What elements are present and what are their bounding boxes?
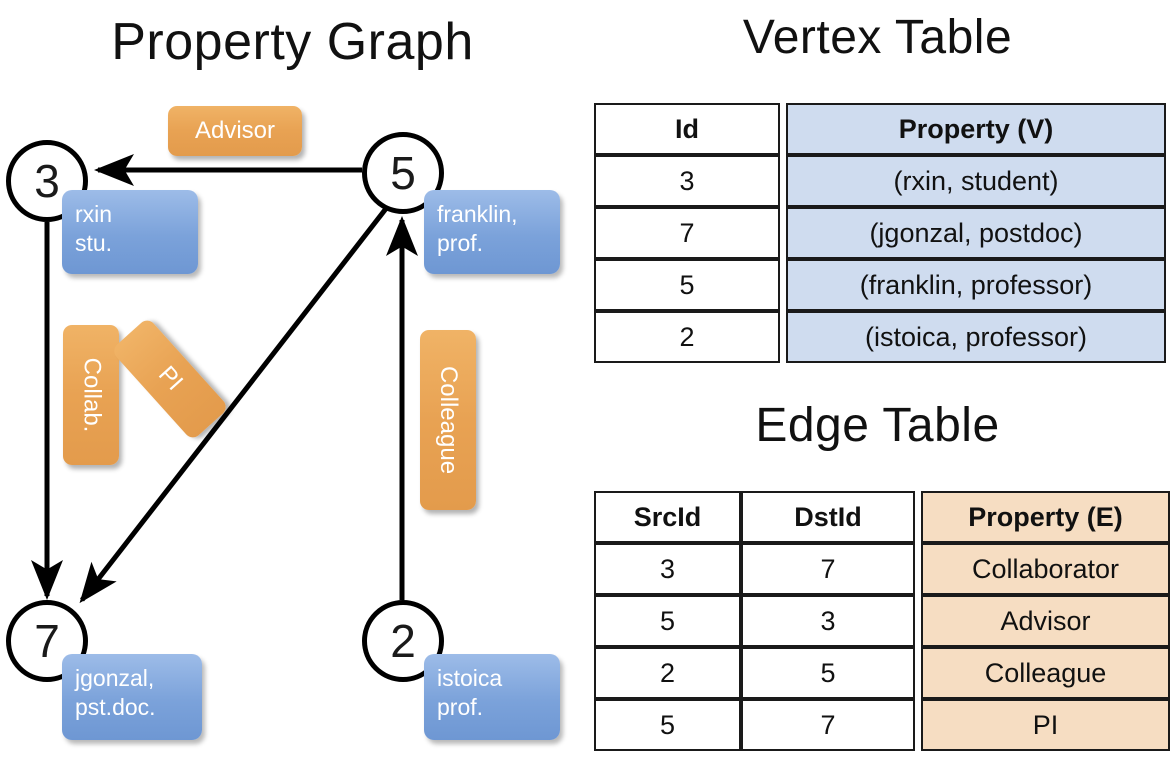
vertex-property-line-2: pst.doc. xyxy=(75,694,156,721)
edge-cell-srcid: 5 xyxy=(594,595,741,647)
vertex-property-line-2: stu. xyxy=(75,230,113,257)
page-title-property-graph: Property Graph xyxy=(111,13,474,71)
table-row: 5 (franklin, professor) xyxy=(594,259,1166,311)
edge-cell-dstid: 7 xyxy=(741,543,915,595)
edge-cell-srcid: 3 xyxy=(594,543,741,595)
table-row: 3 7 Collaborator xyxy=(594,543,1170,595)
edge-cell-srcid: 2 xyxy=(594,647,741,699)
graph-node-5[interactable]: 5 xyxy=(362,132,444,214)
table-row: 5 7 PI xyxy=(594,699,1170,751)
vertex-cell-property: (franklin, professor) xyxy=(786,259,1166,311)
graph-node-5-label: 5 xyxy=(390,147,416,199)
table-row: 7 (jgonzal, postdoc) xyxy=(594,207,1166,259)
vertex-property-box-jgonzal: jgonzal, pst.doc. xyxy=(62,654,202,740)
edge-cell-property: Collaborator xyxy=(921,543,1170,595)
edge-cell-srcid: 5 xyxy=(594,699,741,751)
vertex-property-line-1: jgonzal, xyxy=(75,665,155,691)
edge-cell-dstid: 7 xyxy=(741,699,915,751)
vertex-property-box-rxin: rxin stu. xyxy=(62,190,198,274)
graph-node-3-label: 3 xyxy=(34,155,60,207)
edge-property-label-colleague: Colleague xyxy=(435,365,462,475)
vertex-cell-id: 5 xyxy=(594,259,780,311)
vertex-cell-id: 2 xyxy=(594,311,780,363)
vertex-table: Id Property (V) 3 (rxin, student) 7 (jgo… xyxy=(594,103,1166,363)
vertex-cell-id: 7 xyxy=(594,207,780,259)
vertex-property-line-1: franklin, xyxy=(437,201,518,227)
graph-node-2[interactable]: 2 xyxy=(362,600,444,682)
table-row: 3 (rxin, student) xyxy=(594,155,1166,207)
vertex-property-box-istoica: istoica prof. xyxy=(424,654,560,740)
edge-property-box-collab: Collab. xyxy=(63,325,119,465)
edge-table-header-srcid: SrcId xyxy=(594,491,741,543)
graph-edges-svg xyxy=(31,154,418,604)
graph-node-2-label: 2 xyxy=(390,615,416,667)
edge-cell-dstid: 5 xyxy=(741,647,915,699)
edge-line-pi xyxy=(79,204,390,604)
vertex-table-header-property: Property (V) xyxy=(786,103,1166,155)
property-graph-diagram: 3 5 7 2 rxin stu. franklin, prof. jgonza… xyxy=(6,106,560,740)
vertex-cell-property: (rxin, student) xyxy=(786,155,1166,207)
vertex-property-line-2: prof. xyxy=(437,694,484,721)
vertex-property-line-1: istoica xyxy=(437,665,503,691)
edge-property-label-pi: PI xyxy=(152,361,188,397)
table-header-row: SrcId DstId Property (E) xyxy=(594,491,1170,543)
vertex-property-box-franklin: franklin, prof. xyxy=(424,190,560,274)
table-row: 2 5 Colleague xyxy=(594,647,1170,699)
page-title-edge-table: Edge Table xyxy=(755,399,1000,452)
edge-cell-property: Colleague xyxy=(921,647,1170,699)
page-title-vertex-table: Vertex Table xyxy=(742,11,1013,64)
vertex-cell-property: (istoica, professor) xyxy=(786,311,1166,363)
edge-table: SrcId DstId Property (E) 3 7 Collaborato… xyxy=(594,491,1170,751)
edge-property-box-colleague: Colleague xyxy=(420,330,476,510)
edge-cell-dstid: 3 xyxy=(741,595,915,647)
vertex-table-header-id: Id xyxy=(594,103,780,155)
vertex-cell-id: 3 xyxy=(594,155,780,207)
edge-property-box-advisor: Advisor xyxy=(168,106,302,156)
edge-cell-property: PI xyxy=(921,699,1170,751)
vertex-property-line-2: prof. xyxy=(437,230,484,257)
edge-table-header-dstid: DstId xyxy=(741,491,915,543)
table-row: 5 3 Advisor xyxy=(594,595,1170,647)
edge-cell-property: Advisor xyxy=(921,595,1170,647)
graph-node-7-label: 7 xyxy=(34,615,60,667)
edge-property-label-advisor: Advisor xyxy=(194,117,276,144)
vertex-cell-property: (jgonzal, postdoc) xyxy=(786,207,1166,259)
edge-property-label-collab: Collab. xyxy=(78,357,105,433)
vertex-property-line-1: rxin xyxy=(75,201,113,227)
table-row: 2 (istoica, professor) xyxy=(594,311,1166,363)
table-header-row: Id Property (V) xyxy=(594,103,1166,155)
edge-table-header-property: Property (E) xyxy=(921,491,1170,543)
